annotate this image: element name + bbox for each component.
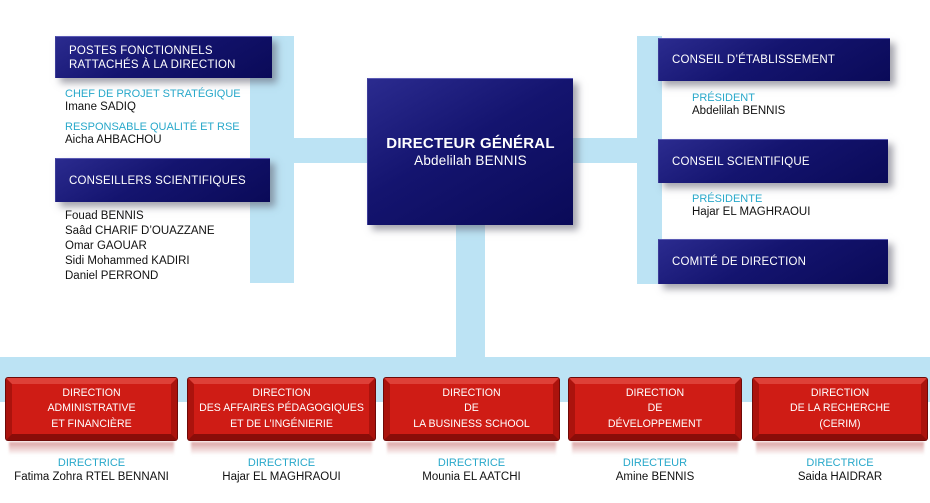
role-name-responsable-qualite: Aicha AHBACHOU bbox=[65, 134, 162, 146]
direction-node-administrative: DIRECTION ADMINISTRATIVE ET FINANCIÈRE D… bbox=[6, 378, 177, 484]
scientific-advisors-box: CONSEILLERS SCIENTIFIQUES bbox=[55, 158, 270, 202]
direction-developpement-box: DIRECTION DE DÉVELOPPEMENT bbox=[569, 378, 741, 440]
president-name: Abdelilah BENNIS bbox=[692, 105, 786, 117]
director-general-box: DIRECTEUR GÉNÉRAL Abdelilah BENNIS bbox=[367, 78, 573, 225]
direction-administrative-role: DIRECTRICE bbox=[57, 457, 126, 469]
direction-pedagogiques-box: DIRECTION DES AFFAIRES PÉDAGOGIQUES ET D… bbox=[188, 378, 375, 440]
direction-node-recherche: DIRECTION DE LA RECHERCHE (CERIM) DIRECT… bbox=[753, 378, 927, 484]
direction-reflection bbox=[572, 442, 738, 455]
functional-posts-box: POSTES FONCTIONNELS RATTACHÉS À LA DIREC… bbox=[55, 36, 272, 78]
conseil-scientifique-officer: PRÉSIDENTE Hajar EL MAGHRAOUI bbox=[692, 193, 810, 226]
direction-business-school-role: DIRECTRICE bbox=[437, 457, 506, 469]
director-general-name: Abdelilah BENNIS bbox=[414, 153, 527, 168]
connector-left-horizontal bbox=[282, 138, 372, 163]
direction-node-pedagogiques: DIRECTION DES AFFAIRES PÉDAGOGIQUES ET D… bbox=[188, 378, 375, 484]
role-label-responsable-qualite: RESPONSABLE QUALITÉ ET RSE bbox=[65, 121, 240, 133]
direction-reflection bbox=[387, 442, 556, 455]
role-label-chef-projet: CHEF DE PROJET STRATÉGIQUE bbox=[65, 88, 241, 100]
direction-administrative-box: DIRECTION ADMINISTRATIVE ET FINANCIÈRE bbox=[6, 378, 177, 440]
conseil-scientifique-box: CONSEIL SCIENTIFIQUE bbox=[658, 139, 888, 183]
direction-recherche-box: DIRECTION DE LA RECHERCHE (CERIM) bbox=[753, 378, 927, 440]
conseil-etablissement-box: CONSEIL D’ÉTABLISSEMENT bbox=[658, 38, 890, 81]
president-label: PRÉSIDENT bbox=[692, 92, 755, 104]
direction-pedagogiques-name: Hajar EL MAGHRAOUI bbox=[222, 471, 341, 483]
direction-business-school-box: DIRECTION DE LA BUSINESS SCHOOL bbox=[384, 378, 559, 440]
direction-developpement-role: DIRECTEUR bbox=[622, 457, 688, 469]
director-general-title: DIRECTEUR GÉNÉRAL bbox=[386, 135, 555, 152]
scientific-advisors-list: Fouad BENNIS Saâd CHARIF D’OUAZZANE Omar… bbox=[65, 210, 215, 283]
direction-administrative-name: Fatima Zohra RTEL BENNANI bbox=[14, 471, 169, 483]
connector-center-vertical bbox=[456, 222, 485, 362]
role-name-chef-projet: Imane SADIQ bbox=[65, 101, 136, 113]
direction-recherche-name: Saida HAIDRAR bbox=[797, 471, 883, 483]
conseil-etablissement-officer: PRÉSIDENT Abdelilah BENNIS bbox=[692, 92, 785, 125]
direction-reflection bbox=[191, 442, 372, 455]
connector-right-vertical bbox=[637, 36, 662, 284]
direction-node-business-school: DIRECTION DE LA BUSINESS SCHOOL DIRECTRI… bbox=[384, 378, 559, 484]
direction-reflection bbox=[756, 442, 924, 455]
direction-node-developpement: DIRECTION DE DÉVELOPPEMENT DIRECTEUR Ami… bbox=[569, 378, 741, 484]
direction-developpement-name: Amine BENNIS bbox=[615, 471, 695, 483]
direction-business-school-name: Mounia EL AATCHI bbox=[422, 471, 521, 483]
direction-reflection bbox=[9, 442, 174, 455]
presidente-label: PRÉSIDENTE bbox=[692, 193, 763, 205]
direction-pedagogiques-role: DIRECTRICE bbox=[247, 457, 316, 469]
direction-recherche-role: DIRECTRICE bbox=[806, 457, 874, 469]
comite-direction-box: COMITÉ DE DIRECTION bbox=[658, 239, 888, 284]
functional-roles-list: CHEF DE PROJET STRATÉGIQUE Imane SADIQ R… bbox=[65, 88, 241, 154]
presidente-name: Hajar EL MAGHRAOUI bbox=[692, 206, 811, 218]
